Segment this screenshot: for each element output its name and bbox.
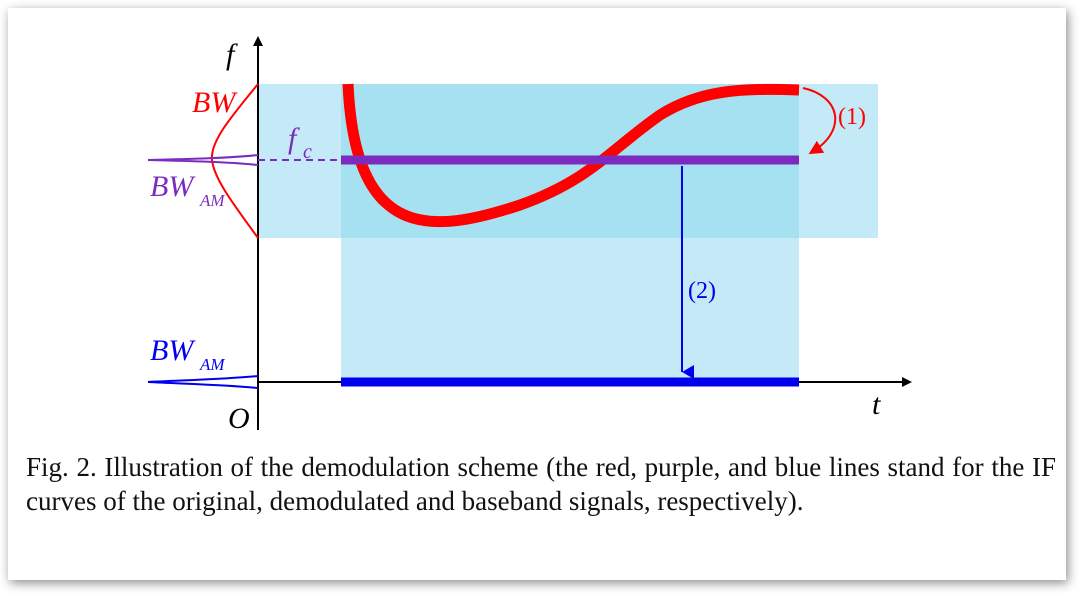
bw-am-purple-label: BW AM (150, 170, 225, 210)
red-if-curve (342, 83, 800, 228)
step1-arrow (802, 87, 837, 155)
bw-am-purple-sub: AM (199, 191, 225, 210)
figure-caption: Fig. 2. Illustration of the demodulation… (26, 452, 1056, 516)
red-spectrum-bump (210, 83, 259, 239)
bw-am-blue-main: BW (150, 334, 196, 367)
y-axis-label: f (226, 38, 238, 71)
fc-label-sub: c (303, 141, 312, 163)
step1-label: (1) (838, 104, 866, 130)
bw-label: BW (192, 86, 238, 119)
bw-am-purple-main: BW (150, 170, 196, 203)
bw-am-blue-sub: AM (199, 355, 225, 374)
x-axis-label: t (872, 388, 881, 421)
bw-am-blue-label: BW AM (150, 334, 225, 374)
step2-label: (2) (688, 278, 716, 304)
origin-label: O (228, 402, 250, 435)
purple-spectrum-spike (147, 154, 259, 166)
blue-spectrum-spike (147, 375, 259, 389)
